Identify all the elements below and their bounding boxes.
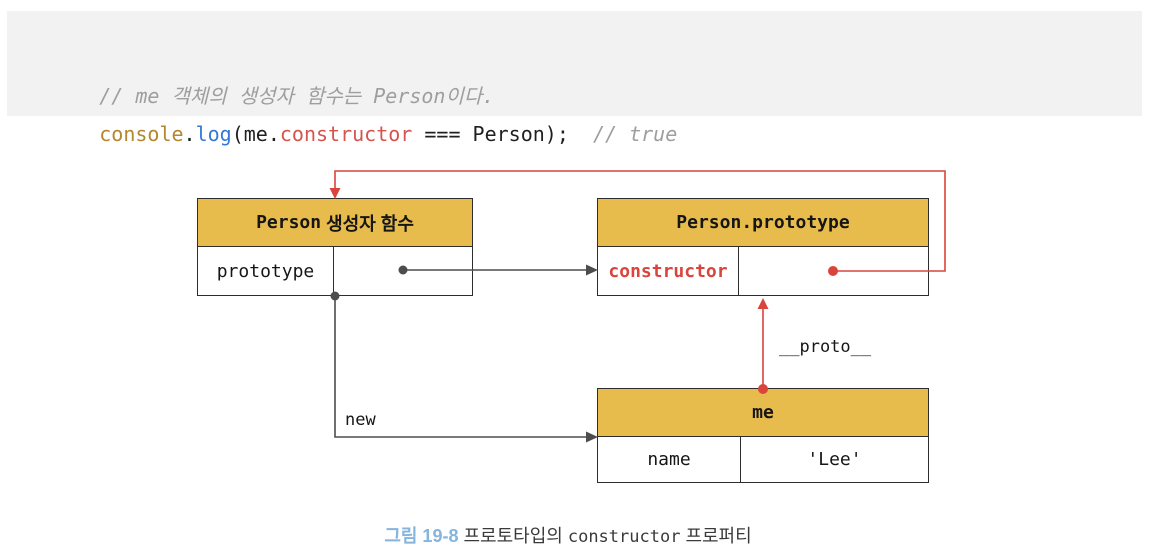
me-box-header: me [598,389,928,437]
proto-edge-label: __proto__ [779,337,872,357]
caption-text-post: 프로퍼티 [680,526,752,546]
person-box-header: Person 생성자 함수 [198,199,472,247]
code-block: // me 객체의 생성자 함수는 Person이다. console.log(… [7,11,1142,146]
prototype-box-title: Person.prototype [676,212,850,233]
code-comment-text: // me 객체의 생성자 함수는 Person이다. [99,84,495,108]
token-dot: . [183,122,196,146]
constructor-key-cell: constructor [598,247,739,295]
caption-text-pre: 프로토타입의 [458,526,568,546]
person-box-title-code: Person [256,212,322,233]
prototype-box-row: constructor [598,247,928,295]
code-comment-line: // me 객체의 생성자 함수는 Person이다. [27,39,1142,108]
person-prototype-value-cell [334,247,472,295]
token-constructor: constructor [279,122,413,146]
person-constructor-box: Person 생성자 함수 prototype [197,198,473,296]
token-args-open: (me. [231,122,280,146]
proto-link-arrow [757,298,769,394]
constructor-value-cell [739,247,928,295]
token-trailing-comment: // true [568,122,678,146]
token-console: console [99,122,184,146]
person-box-row: prototype [198,247,472,295]
new-edge-label: new [345,410,376,430]
token-args-close: === Person); [412,122,569,146]
prototype-box-header: Person.prototype [598,199,928,247]
me-object-box: me name 'Lee' [597,388,929,483]
figure-caption: 그림 19-8 프로토타입의 constructor 프로퍼티 [0,501,1116,554]
me-name-value-cell: 'Lee' [807,449,862,470]
person-box-title-korean: 생성자 함수 [321,213,414,234]
code-statement-line: console.log(me.constructor === Person); … [27,77,1142,146]
person-prototype-key-cell: prototype [198,247,334,295]
me-box-row: name 'Lee' [598,437,928,482]
person-prototype-box: Person.prototype constructor [597,198,929,296]
me-name-key-cell: name [598,437,741,482]
me-box-title: me [752,402,774,423]
token-log: log [195,122,232,146]
figure-number: 그림 19-8 [384,526,459,546]
proto-link-arrowhead-icon [757,298,769,309]
caption-code-term: constructor [567,527,681,547]
